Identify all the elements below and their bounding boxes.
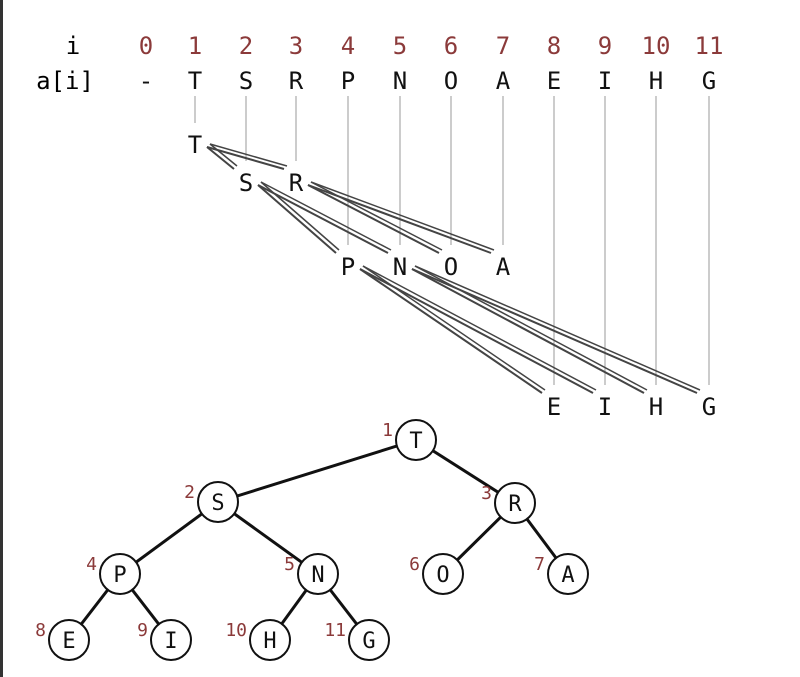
array-value: N [393, 67, 407, 95]
array-value: P [341, 67, 355, 95]
tree-node-index: 7 [534, 554, 545, 575]
tree-node-index: 11 [324, 620, 346, 641]
layer-edge [307, 184, 492, 254]
tree-node-circle [197, 481, 239, 523]
tree-node-circle [422, 553, 464, 595]
index-label: 8 [547, 32, 561, 60]
layer-node: R [289, 169, 304, 197]
index-label: 11 [695, 32, 724, 60]
layer-edge [411, 268, 645, 394]
tree-node-circle [99, 553, 141, 595]
tree-node-index: 10 [225, 620, 247, 641]
layer-node: A [496, 253, 511, 281]
tree-node-label: G [362, 629, 375, 654]
layer-edge [359, 268, 543, 394]
tree-node-label: T [409, 429, 422, 454]
layer-node: S [239, 169, 253, 197]
tree-node-index: 8 [35, 620, 46, 641]
layer-edge [362, 265, 597, 391]
index-row-label: i [66, 32, 80, 60]
tree-node-index: 3 [481, 483, 492, 504]
tree-node-label: A [561, 563, 574, 588]
array-row-label: a[i] [36, 67, 94, 95]
index-label: 9 [598, 32, 612, 60]
layer-node: E [547, 393, 561, 421]
tree-node-label: O [436, 563, 449, 588]
array-value: G [702, 67, 716, 95]
tree-node-index: 1 [382, 420, 393, 441]
index-label: 10 [642, 32, 671, 60]
index-label: 4 [341, 32, 355, 60]
index-label: 7 [496, 32, 510, 60]
tree-node-label: P [113, 563, 126, 588]
tree-node-label: S [211, 491, 224, 516]
tree-node-label: H [263, 629, 276, 654]
tree-node-circle [395, 419, 437, 461]
index-label: 3 [289, 32, 303, 60]
tree-node-circle [494, 482, 536, 524]
layer-edge [206, 146, 235, 170]
tree-node-label: R [508, 492, 522, 517]
array-value: I [598, 67, 612, 95]
layer-edge [209, 143, 238, 167]
tree-node-circle [249, 619, 291, 661]
tree-node-circle [348, 619, 390, 661]
index-label: 6 [444, 32, 458, 60]
array-value: A [496, 67, 511, 95]
array-value: T [188, 67, 202, 95]
array-value: R [289, 67, 304, 95]
array-value: S [239, 67, 253, 95]
array-value: H [649, 67, 663, 95]
layer-node: I [598, 393, 612, 421]
tree-node-circle [547, 553, 589, 595]
layer-node: O [444, 253, 458, 281]
tree-node-index: 9 [137, 620, 148, 641]
layer-edge [310, 181, 495, 251]
layer-edge [307, 184, 440, 254]
tree-node-label: E [62, 629, 75, 654]
layer-edge [257, 184, 337, 254]
layer-edge [257, 184, 389, 254]
heap-svg: i a[i] 0 1 2 3 4 5 6 7 8 9 10 11 - T S R P N O A E I H G T S R P N O A… [35, 32, 724, 661]
tree-node-circle [48, 619, 90, 661]
tree-node-index: 5 [284, 554, 295, 575]
tree-node-index: 4 [86, 554, 97, 575]
layer-node: P [341, 253, 355, 281]
array-value: - [139, 67, 153, 95]
layer-edge [209, 143, 288, 167]
layer-node: T [188, 131, 202, 159]
layer-edge [206, 146, 285, 170]
tree-node-index: 2 [184, 482, 195, 503]
layer-edge [411, 268, 698, 394]
tree-node-circle [150, 619, 192, 661]
layer-node: G [702, 393, 716, 421]
layer-edge [310, 181, 443, 251]
index-label: 1 [188, 32, 202, 60]
layer-node: N [393, 253, 407, 281]
index-label: 5 [393, 32, 407, 60]
tree-node-circle [297, 553, 339, 595]
tree-node-index: 6 [409, 554, 420, 575]
index-label: 2 [239, 32, 253, 60]
layer-edge [359, 268, 594, 394]
index-label: 0 [139, 32, 153, 60]
layer-edge [414, 265, 701, 391]
tree-node-label: I [164, 629, 177, 654]
layer-edge [260, 181, 392, 251]
tree-node-label: N [311, 563, 324, 588]
layer-node: H [649, 393, 663, 421]
tree-edge [217, 438, 417, 504]
array-value: O [444, 67, 458, 95]
array-value: E [547, 67, 561, 95]
